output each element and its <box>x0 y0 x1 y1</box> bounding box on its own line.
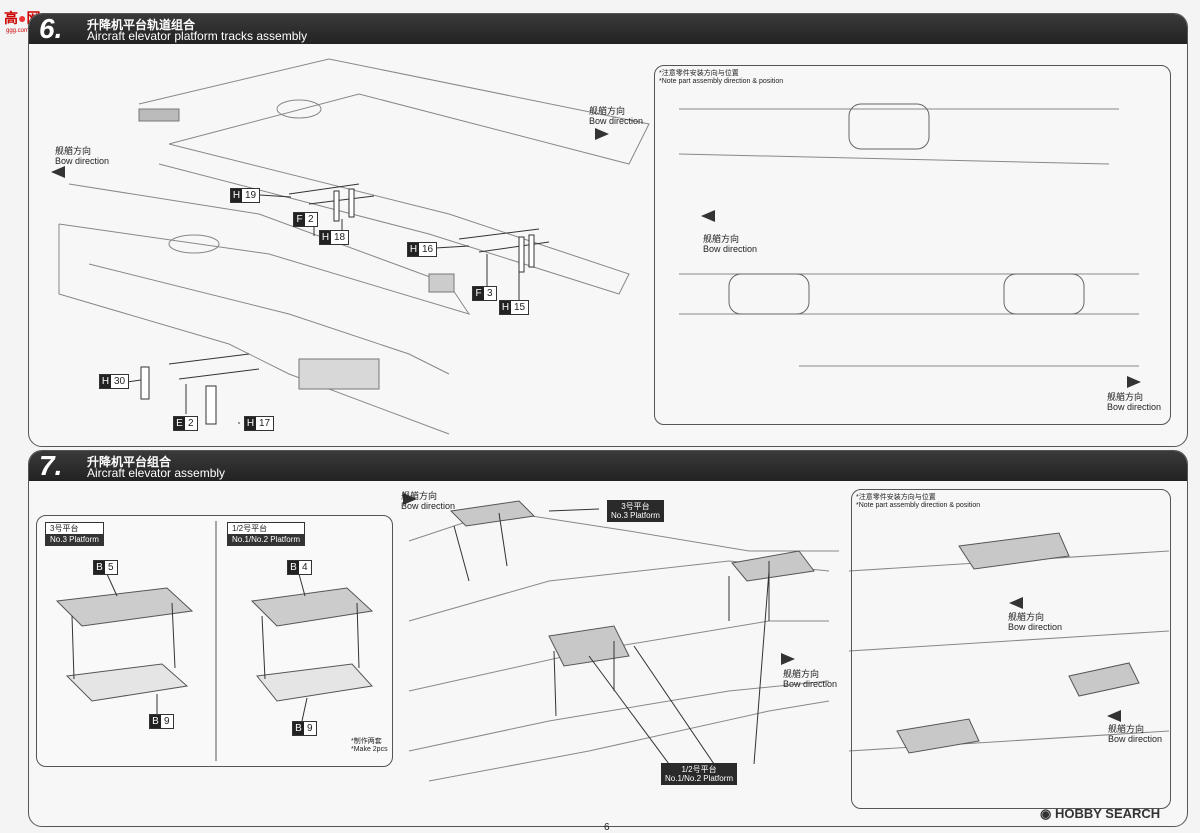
bow-cn: 舰艏方向 <box>1107 392 1144 402</box>
bow-en: Bow direction <box>589 116 644 126</box>
callout-cn: 1/2号平台 <box>681 765 717 774</box>
logo-site: ggg.com.cn <box>6 28 38 34</box>
step-6-bow-label-left: 舰艏方向 Bow direction <box>55 146 109 166</box>
bow-en: Bow direction <box>1008 622 1063 632</box>
step-7-title-cn: 升降机平台组合 <box>87 455 172 469</box>
bow-en: Bow direction <box>1108 734 1163 744</box>
step-6-header: 6. 升降机平台轨道组合 Aircraft elevator platform … <box>29 13 1187 44</box>
step-7-note-panel: *注意零件安装方向与位置 *Note part assembly directi… <box>851 489 1171 809</box>
step-7-header: 7. 升降机平台组合 Aircraft elevator assembly <box>29 450 1187 481</box>
no12-en: No.1/No.2 Platform <box>228 534 305 545</box>
step-7-note-bow-2: 舰艏方向 Bow direction <box>1108 724 1162 744</box>
bow-cn: 舰艏方向 <box>1108 724 1145 734</box>
step-7-platforms-panel: 3号平台 No.3 Platform 1/2号平台 No.1/No.2 Plat… <box>36 515 393 767</box>
bow-en: Bow direction <box>1107 402 1162 412</box>
step-6-bow-label-right: 舰艏方向 Bow direction <box>589 106 643 126</box>
watermark-text: HOBBY SEARCH <box>1054 806 1161 821</box>
note-en: *Note part assembly direction & position <box>856 502 981 509</box>
bow-cn: 舰艏方向 <box>703 234 740 244</box>
bow-cn: 舰艏方向 <box>1008 612 1045 622</box>
step-7-note-bow-1: 舰艏方向 Bow direction <box>1008 612 1062 632</box>
step-6-title-en: Aircraft elevator platform tracks assemb… <box>87 29 308 43</box>
platform-drawings <box>55 521 374 761</box>
bow-cn: 舰艏方向 <box>783 669 820 679</box>
page-number: 6 <box>604 822 610 833</box>
note-cn: *注意零件安装方向与位置 <box>856 494 936 501</box>
no12-cn: 1/2号平台 <box>232 524 268 533</box>
step-7-bow-label-top: 舰艏方向 Bow direction <box>401 491 455 511</box>
note-cn: *注意零件安装方向与位置 <box>659 70 739 77</box>
callout-en: No.1/No.2 Platform <box>665 774 734 783</box>
logo-cn: 高 <box>4 10 18 26</box>
step-6-note-panel: *注意零件安装方向与位置 *Note part assembly directi… <box>654 65 1171 425</box>
step-6-note-bow-2: 舰艏方向 Bow direction <box>1107 392 1161 412</box>
no3-platform-tag: 3号平台 No.3 Platform <box>45 522 104 546</box>
step-7-title-en: Aircraft elevator assembly <box>87 466 226 480</box>
bow-en: Bow direction <box>703 244 758 254</box>
make-cn: *制作两套 <box>351 738 382 745</box>
step-6-ship-drawing <box>51 58 1141 435</box>
no12-platform-tag: 1/2号平台 No.1/No.2 Platform <box>227 522 306 546</box>
bow-cn: 舰艏方向 <box>589 106 626 116</box>
bow-en: Bow direction <box>55 156 110 166</box>
bow-en: Bow direction <box>401 501 456 511</box>
bow-cn: 舰艏方向 <box>55 146 92 156</box>
step-7-number: 7. <box>39 450 63 481</box>
make-en: *Make 2pcs <box>351 746 388 753</box>
step-6-panel: 6. 升降机平台轨道组合 Aircraft elevator platform … <box>28 13 1188 447</box>
step-6-title-cn: 升降机平台轨道组合 <box>87 18 196 32</box>
callout-cn: 3号平台 <box>621 502 650 511</box>
no12-platform-callout: 1/2号平台 No.1/No.2 Platform <box>661 763 738 785</box>
logo-icon: ● <box>18 10 27 26</box>
step-7-note: *注意零件安装方向与位置 *Note part assembly directi… <box>856 494 980 510</box>
no3-en: No.3 Platform <box>46 534 103 545</box>
step-6-note: *注意零件安装方向与位置 *Note part assembly directi… <box>659 70 783 86</box>
note-en: *Note part assembly direction & position <box>659 78 784 85</box>
step-6-note-bow-1: 舰艏方向 Bow direction <box>703 234 757 254</box>
hobby-search-watermark: ◉ HOBBY SEARCH <box>1040 806 1160 822</box>
watermark-icon: ◉ <box>1040 806 1055 821</box>
bow-cn: 舰艏方向 <box>401 491 438 501</box>
step-7-panel: 7. 升降机平台组合 Aircraft elevator assembly 3号… <box>28 450 1188 827</box>
make-2pcs-note: *制作两套 *Make 2pcs <box>351 738 388 754</box>
no3-cn: 3号平台 <box>50 524 79 533</box>
no3-platform-callout: 3号平台 No.3 Platform <box>607 500 664 522</box>
bow-en: Bow direction <box>783 679 838 689</box>
callout-en: No.3 Platform <box>611 511 660 520</box>
step-6-number: 6. <box>39 13 63 44</box>
step-7-ship-drawing <box>403 493 1170 782</box>
step-7-bow-label-mid: 舰艏方向 Bow direction <box>783 669 837 689</box>
